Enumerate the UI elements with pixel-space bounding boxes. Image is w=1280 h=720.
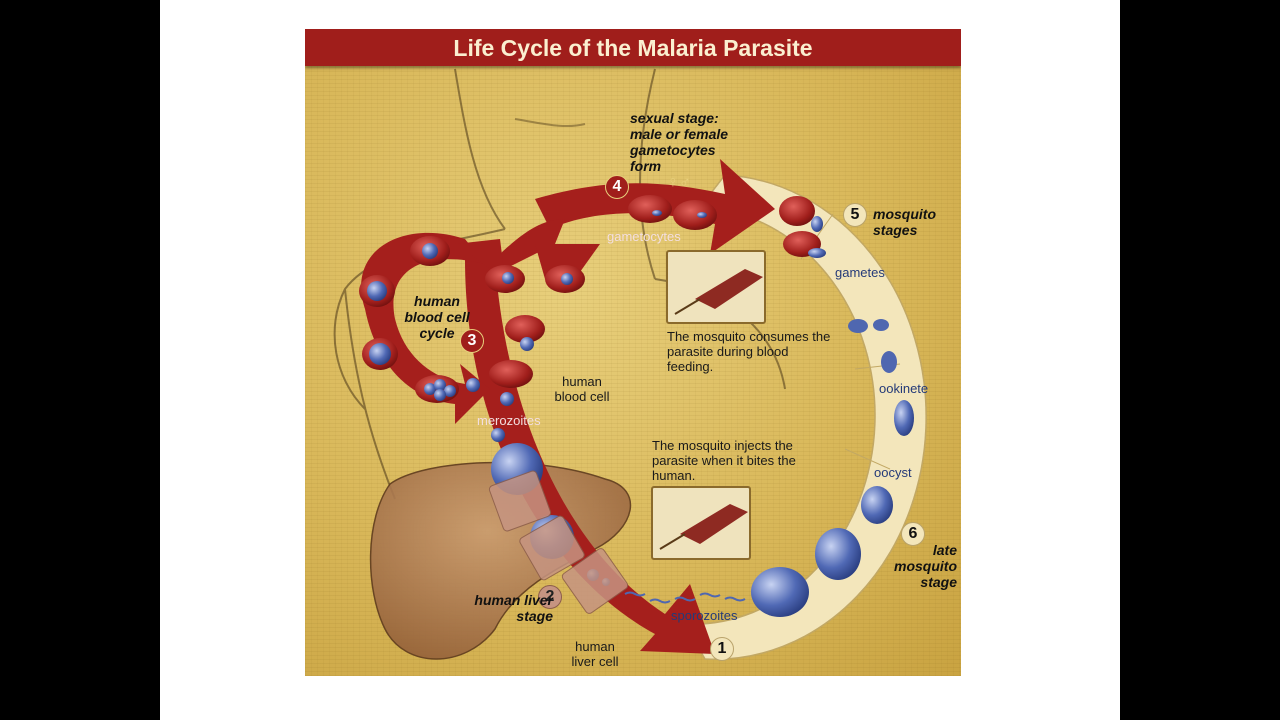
liver-cells <box>488 470 629 614</box>
human-liver-cell-label: human liver cell <box>571 639 619 669</box>
stage-4-label: sexual stage: male or female gametocytes… <box>630 110 729 174</box>
stage-5-label: mosquito stages <box>873 206 936 238</box>
stage-6-badge: 6 <box>901 522 925 546</box>
sporozoites-label: sporozoites <box>671 608 738 623</box>
malaria-life-cycle-figure: Life Cycle of the Malaria Parasite <box>305 29 961 676</box>
gametocytes-label: gametocytes <box>607 229 681 244</box>
gamete-shapes <box>848 319 897 373</box>
oocyst-label: oocyst <box>874 465 912 480</box>
gametes-label: gametes <box>835 265 885 280</box>
stage-3-badge: 3 <box>460 329 484 353</box>
merozoites-label: merozoites <box>477 413 541 428</box>
caption-mosquito-injects: The mosquito injects the parasite when i… <box>652 438 796 483</box>
sporozoites <box>624 591 746 604</box>
gender-symbols: ♀♂ <box>667 174 691 191</box>
stage-1-badge: 1 <box>710 637 734 661</box>
diagram-artwork <box>333 68 927 661</box>
stage-5-badge: 5 <box>843 203 867 227</box>
figure-title: Life Cycle of the Malaria Parasite <box>305 29 961 66</box>
ookinete-label: ookinete <box>879 381 929 396</box>
stage-2-label: human liver stage <box>474 592 553 624</box>
caption-mosquito-consumes: The mosquito consumes the parasite durin… <box>667 329 831 374</box>
stage-4-badge: 4 <box>605 175 629 199</box>
mosquito-inset-biting <box>651 486 751 560</box>
human-blood-cell-label: human blood cell <box>554 374 610 404</box>
stage-6-label: late mosquito stage <box>894 542 957 590</box>
stage-3-label: human blood cell cycle <box>404 293 470 341</box>
red-blood-cells <box>359 195 821 403</box>
stage-2-badge: 2 <box>538 585 562 609</box>
mosquito-inset-feeding <box>666 250 766 324</box>
